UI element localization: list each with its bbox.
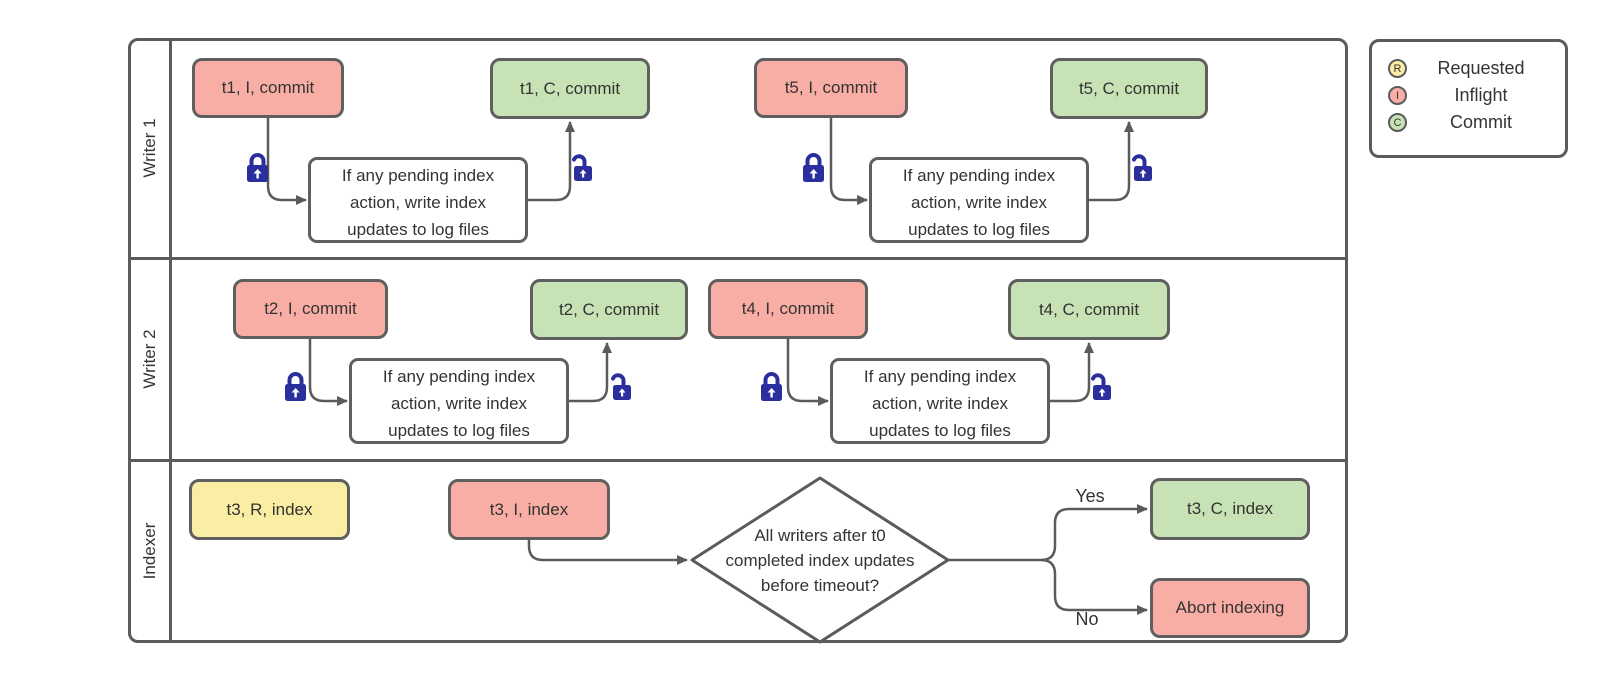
process-line: updates to log files <box>388 421 530 440</box>
flow-arrows <box>266 118 1148 615</box>
state-box-t1-inflight: t1, I, commit <box>192 58 344 118</box>
decision-diamond-text: All writers after t0 completed index upd… <box>686 523 954 598</box>
process-line: action, write index <box>390 394 528 413</box>
lane-label-writer-1: Writer 1 <box>140 118 159 178</box>
inflight-state-icon: I <box>1388 86 1407 105</box>
process-line: If any pending index <box>341 166 495 185</box>
decision-line: completed index updates <box>725 551 915 570</box>
process-line: action, write index <box>910 193 1048 212</box>
state-box-t1-commit: t1, C, commit <box>490 58 650 119</box>
process-line: updates to log files <box>347 220 489 239</box>
lane-label-writer-2: Writer 2 <box>140 329 159 389</box>
state-box-t4-inflight: t4, I, commit <box>708 279 868 339</box>
process-line: If any pending index <box>863 367 1017 386</box>
process-line: If any pending index <box>902 166 1056 185</box>
state-box-t3-inflight: t3, I, index <box>448 479 610 540</box>
requested-state-icon: R <box>1388 59 1407 78</box>
process-box-writer1-1: If any pending index action, write index… <box>308 157 528 243</box>
process-line: updates to log files <box>908 220 1050 239</box>
state-box-t5-commit: t5, C, commit <box>1050 58 1208 119</box>
legend-label: Commit <box>1450 112 1512 132</box>
state-box-abort-indexing: Abort indexing <box>1150 578 1310 638</box>
legend-label: Requested <box>1437 58 1525 78</box>
state-box-t3-commit: t3, C, index <box>1150 478 1310 540</box>
lane-divider-2 <box>130 459 1346 462</box>
state-box-t2-inflight: t2, I, commit <box>233 279 388 339</box>
process-box-writer2-2: If any pending index action, write index… <box>830 358 1050 444</box>
process-box-writer2-1: If any pending index action, write index… <box>349 358 569 444</box>
legend-item-commit: C Commit <box>1388 109 1555 136</box>
lane-label-indexer: Indexer <box>140 522 159 580</box>
state-box-t3-requested: t3, R, index <box>189 479 350 540</box>
process-box-writer1-2: If any pending index action, write index… <box>869 157 1089 243</box>
legend-label: Inflight <box>1454 85 1508 105</box>
state-box-t4-commit: t4, C, commit <box>1008 279 1170 340</box>
swimlane-frame <box>128 38 1348 643</box>
process-line: updates to log files <box>869 421 1011 440</box>
commit-state-icon: C <box>1388 113 1407 132</box>
edge-label-no: No <box>1075 609 1099 629</box>
legend: R Requested I Inflight C Commit <box>1369 39 1568 158</box>
state-box-t2-commit: t2, C, commit <box>530 279 688 340</box>
lane-label-divider <box>169 40 172 641</box>
decision-line: All writers after t0 <box>754 526 886 545</box>
decision-line: before timeout? <box>760 576 880 595</box>
process-line: action, write index <box>349 193 487 212</box>
legend-item-inflight: I Inflight <box>1388 82 1555 109</box>
lane-divider-1 <box>130 257 1346 260</box>
state-box-t5-inflight: t5, I, commit <box>754 58 908 118</box>
legend-item-requested: R Requested <box>1388 55 1555 82</box>
process-line: action, write index <box>871 394 1009 413</box>
edge-label-yes: Yes <box>1075 486 1105 506</box>
process-line: If any pending index <box>382 367 536 386</box>
